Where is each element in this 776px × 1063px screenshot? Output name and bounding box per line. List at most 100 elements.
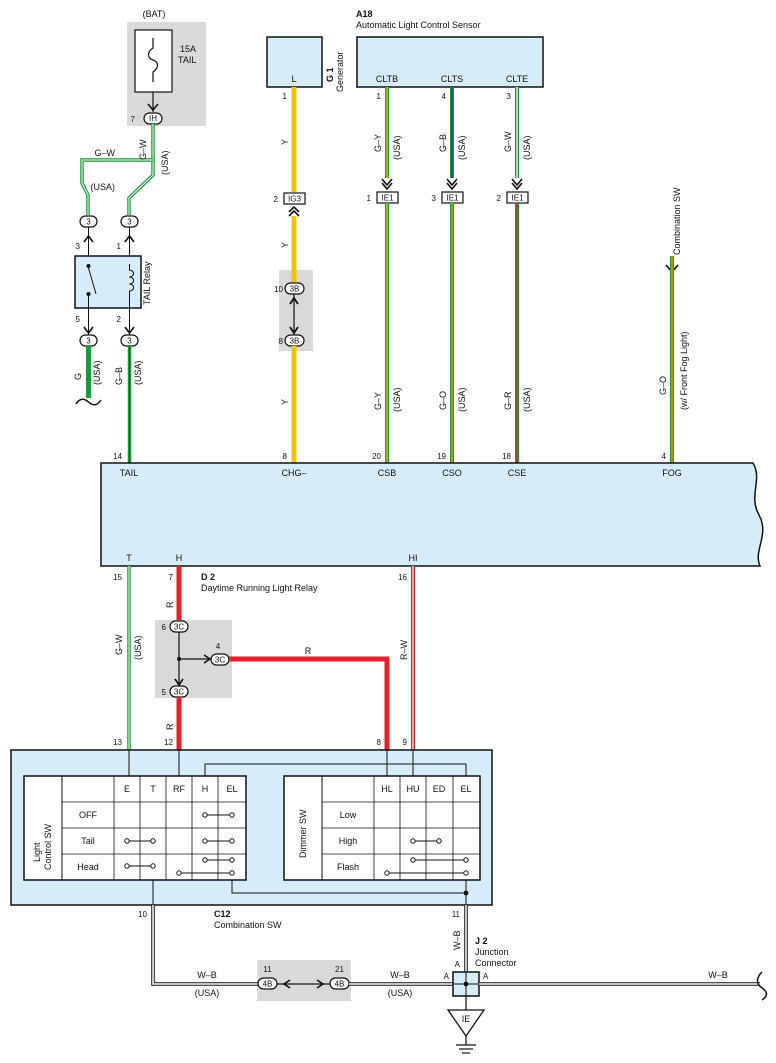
ecu-term-tail: TAIL: [120, 468, 138, 478]
jc3c-arrow-bot-icon: [174, 678, 184, 687]
c12-pin-9: 9: [403, 738, 408, 747]
light-sw-row-head: Head: [77, 862, 99, 872]
wire-go2-label: G–O: [658, 376, 668, 395]
ecu-pin-19: 19: [437, 452, 446, 461]
sensor-terminal-clts: CLTS: [441, 74, 463, 84]
ie1-pin-2: 2: [497, 194, 502, 203]
wire-usa-label-2: (USA): [160, 150, 170, 175]
wire-break-icon: [75, 398, 102, 406]
wire-gw-label: G–W: [94, 148, 115, 158]
light-sw-row-off: OFF: [79, 810, 97, 820]
tail-relay-label: TAIL Relay: [142, 261, 152, 305]
c12-pin-11: 11: [452, 910, 461, 919]
wire-fog-note: (w/ Front Fog Light): [679, 331, 689, 410]
jc3c-arrow-right-icon: [203, 654, 212, 664]
drl-id: D 2: [201, 572, 215, 582]
wire-gy-label: G–Y: [373, 134, 383, 152]
relay-arrow-icon: [83, 234, 135, 243]
light-sw-contacts: [124, 812, 235, 876]
ie1-arrow-icon: [381, 178, 523, 191]
relay-connector-3a-label: 3: [86, 218, 91, 227]
wire-wb3-label: W–B: [452, 930, 462, 950]
c12-pin-12: 12: [164, 738, 173, 747]
fuse-name: TAIL: [178, 55, 196, 65]
connector-3b-top-label: 3B: [290, 285, 300, 294]
wire-rw-label: R–W: [399, 639, 409, 660]
relay-arrow-down-icon: [83, 326, 135, 335]
wire-g-usa-label: (USA): [92, 360, 102, 385]
wire-gw-ih-relay: [127, 124, 155, 215]
relay-pin-3: 3: [76, 242, 81, 251]
junction-3b-arrow-icon: [289, 296, 299, 335]
j2-name-2: Connector: [475, 958, 517, 968]
ecu-pin-16: 16: [398, 573, 407, 582]
relay-pin-1: 1: [117, 242, 122, 251]
light-sw-col-rf: RF: [173, 784, 185, 794]
connector-3c-pin-6: 6: [162, 623, 167, 632]
ecu-box: [100, 462, 764, 567]
generator-pin: 1: [283, 92, 288, 101]
wire-gy-usa: (USA): [392, 135, 402, 160]
generator-name: Generator: [335, 51, 345, 92]
light-sw-col-el: EL: [226, 784, 237, 794]
ecu-pin-14: 14: [113, 452, 122, 461]
connector-ih-pin: 7: [131, 115, 136, 124]
sensor-id: A18: [356, 9, 373, 19]
light-sw-row-tail: Tail: [81, 836, 95, 846]
ecu-pin-20: 20: [372, 452, 381, 461]
ecu-pin-18: 18: [502, 452, 511, 461]
connector-4b-right-label: 4B: [335, 980, 345, 989]
relay-connector-3d-label: 3: [127, 337, 132, 346]
wire-r2-label: R: [305, 646, 312, 656]
connector-ie1-b-label: IE1: [446, 194, 459, 203]
relay-connector-3b-label: 3: [127, 218, 132, 227]
ecu-term-cso: CSO: [442, 468, 462, 478]
wire-y-label: Y: [280, 139, 290, 145]
ecu-term-chg: CHG–: [281, 468, 306, 478]
wire-gw-label-2: G–W: [138, 139, 148, 160]
connector-4b-left: [257, 977, 278, 990]
wire-r3-label: R: [165, 723, 175, 730]
ecu-term-fog: FOG: [662, 468, 682, 478]
ecu-pin-4: 4: [662, 452, 667, 461]
j2-id: J 2: [475, 936, 488, 946]
ecu-term-t: T: [126, 553, 132, 563]
ecu-term-hi: HI: [409, 553, 418, 563]
light-sw-col-h: H: [202, 784, 209, 794]
jc4b-arrow-icon: [282, 979, 325, 989]
ie1-pin-1: 1: [367, 194, 372, 203]
connector-ih-label: IH: [149, 114, 157, 123]
connector-3b-bot-label: 3B: [290, 337, 300, 346]
wire-gy2-label: G–Y: [373, 392, 383, 410]
connector-4b-pin-21: 21: [335, 965, 344, 974]
wire-gb-label: G–B: [114, 367, 124, 385]
wire-y-label-2: Y: [280, 242, 290, 248]
light-sw-col-e: E: [124, 784, 130, 794]
connector-3c-pin-4: 4: [216, 642, 221, 651]
light-sw-title-2: Control SW: [43, 823, 53, 870]
sensor-name: Automatic Light Control Sensor: [356, 20, 481, 30]
c12-pin-13: 13: [113, 738, 122, 747]
connector-ig3-pin: 2: [274, 195, 279, 204]
wire-gw4-usa: (USA): [133, 635, 143, 660]
connector-3b-pin-bot: 8: [279, 337, 284, 346]
wire-gw3-label: G–W: [503, 131, 513, 152]
c12-name: Combination SW: [214, 920, 282, 930]
ecu-term-cse: CSE: [508, 468, 527, 478]
relay-coil-icon: [129, 264, 135, 308]
generator-terminal: L: [291, 74, 296, 84]
dimmer-sw-col-hu: HU: [407, 784, 420, 794]
c12-internal-wiring: [128, 750, 467, 905]
dimmer-sw-col-el: EL: [460, 784, 471, 794]
ground-icon: [456, 1036, 476, 1054]
wire-wb2-usa: (USA): [388, 988, 413, 998]
j2-pin-a-left: A: [444, 972, 450, 981]
j2-pin-a-top: A: [455, 960, 461, 969]
wire-wb-label: W–B: [197, 970, 217, 980]
wire-gw4-label: G–W: [114, 634, 124, 655]
ecu-pin-7: 7: [169, 573, 174, 582]
relay-switch-icon: [88, 267, 97, 295]
ih-arrow-icon: [147, 103, 159, 112]
sensor-terminal-cltb: CLTB: [376, 74, 398, 84]
